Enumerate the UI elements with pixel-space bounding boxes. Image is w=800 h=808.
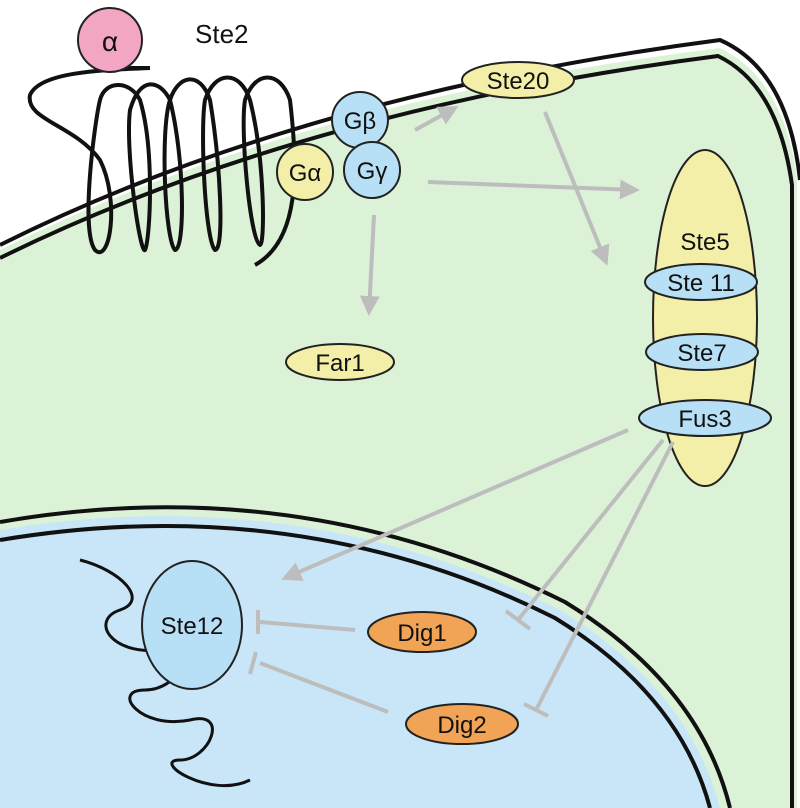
ste7-label: Ste7 [677,340,726,367]
dig1-label: Dig1 [397,620,446,647]
far1-label: Far1 [315,350,364,377]
inhibit-fus3-to-dig1 [516,438,665,622]
ste20-ellipse [461,61,575,99]
inhibit-ste12-bar-2 [248,651,258,675]
dig2-ellipse [405,703,519,745]
dig2-label: Dig2 [437,712,486,739]
ste12-ellipse [141,560,243,690]
inhibit-fus3-to-dig2 [534,441,675,711]
arrow-fus3-to-ste12 [281,428,629,581]
g-alpha-label: Gα [289,160,322,187]
fus3-ellipse [638,399,772,437]
fus3-label: Fus3 [678,406,731,433]
ste5-label: Ste5 [680,229,729,256]
ste2-label: Ste2 [195,19,249,49]
arrow-gbg-to-far1 [359,214,380,316]
ste11-ellipse [644,263,758,301]
g-beta-label: Gβ [344,108,376,135]
ste12-label: Ste12 [161,613,224,640]
inhibit-dig2-to-ste12 [259,661,389,714]
inhibit-dig1-to-ste12 [259,620,356,632]
inhibit-dig2-bar [523,702,549,718]
g-gamma-circle [343,141,401,199]
far1-ellipse [285,343,395,381]
nuclear-envelope-outer [0,505,732,808]
g-gamma-label: Gγ [357,158,388,185]
inhibit-dig1-bar [504,609,532,631]
arrow-gbg-to-ste5 [427,179,640,200]
ste20-label: Ste20 [487,68,550,95]
alpha-factor-label: α [102,26,118,57]
g-alpha-circle [276,143,334,201]
arrow-ste20-to-ste11 [543,111,610,266]
ste11-label: Ste 11 [667,270,735,297]
dna-helix [79,558,251,787]
nuclear-envelope-inner [0,523,712,808]
ste2-receptor [27,66,297,267]
arrow-gbg-to-ste20 [414,106,459,132]
alpha-factor-circle [77,7,143,73]
dig1-ellipse [367,611,477,653]
ste7-ellipse [645,333,759,371]
